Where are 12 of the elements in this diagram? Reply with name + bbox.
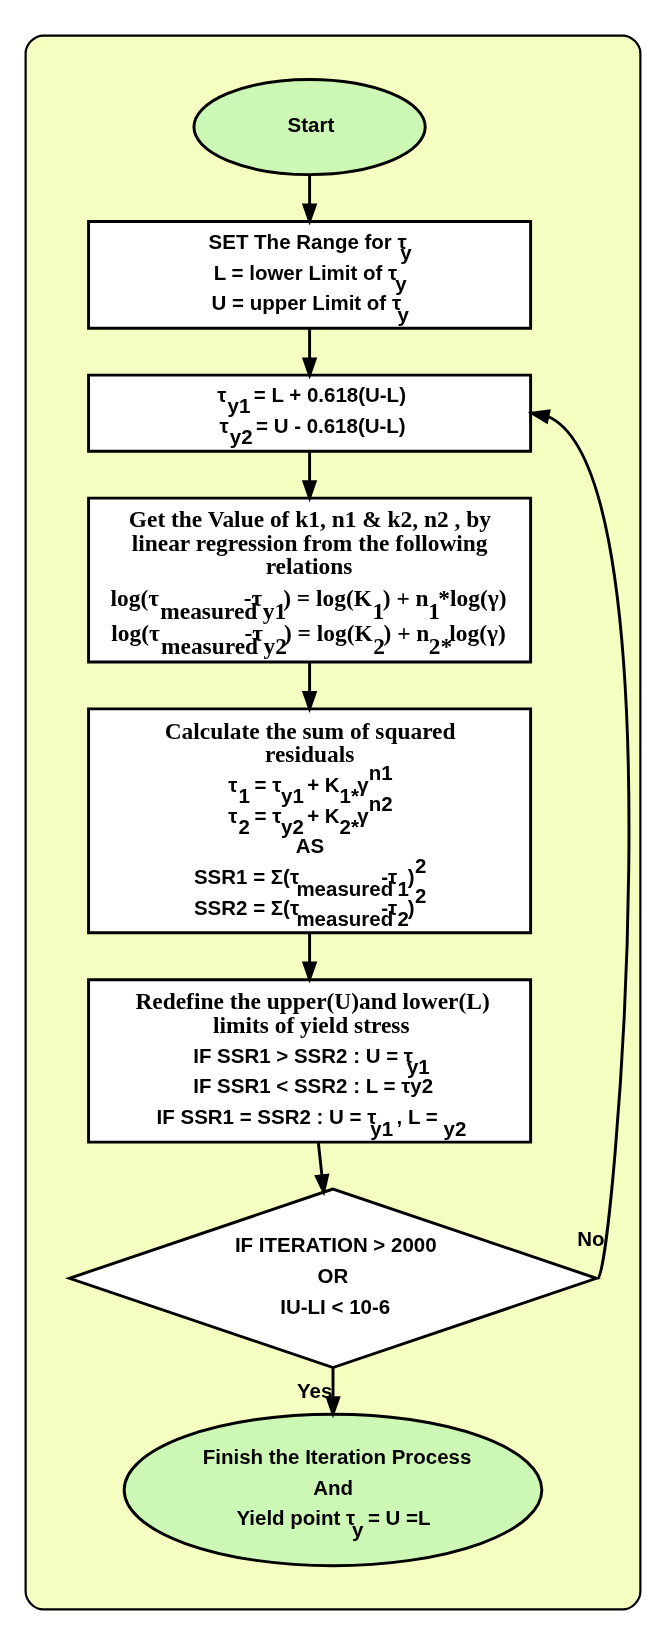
arrow [314,1141,330,1196]
arrow [301,450,318,502]
arrow [301,174,318,225]
edge-label: Yes [296,1378,333,1402]
node-ellipse: Start [192,77,427,176]
cluster [24,33,642,1611]
edge-label: No [577,1226,605,1250]
arrow [301,328,318,379]
arrow [301,932,318,983]
arrow [325,1367,341,1418]
arrow [301,661,318,713]
arrow [527,408,631,1279]
